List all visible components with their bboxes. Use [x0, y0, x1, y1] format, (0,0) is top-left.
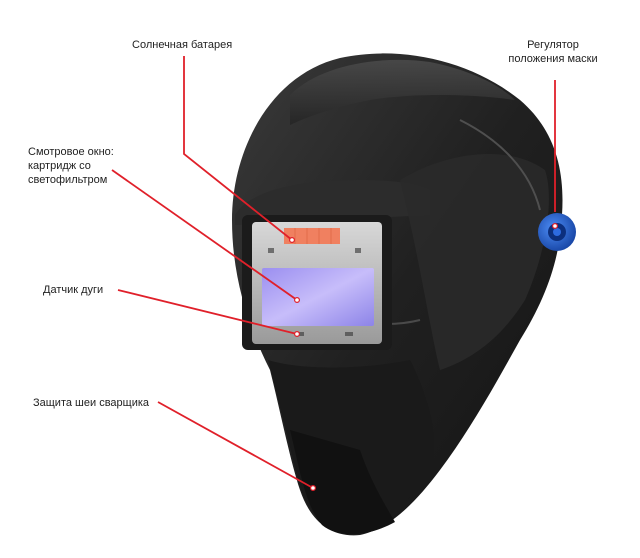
- leader-line-solar: [183, 56, 293, 241]
- leader-line-neck: [157, 401, 314, 489]
- label-arc-sensor: Датчик дуги: [43, 284, 104, 296]
- light-filter-icon: [262, 268, 374, 326]
- leader-line-sensor: [117, 289, 298, 335]
- leader-lines: [111, 56, 556, 489]
- regulator-knob-icon: [538, 213, 576, 251]
- label-viewing-window: Смотровое окно: картридж со светофильтро…: [28, 146, 114, 186]
- label-neck-protection: Защита шеи сварщика: [33, 397, 150, 409]
- viewing-window: [242, 215, 392, 350]
- solar-panel-icon: [284, 228, 340, 244]
- leader-line-window: [111, 169, 298, 301]
- label-mask-regulator: Регулятор положения маски: [508, 39, 598, 65]
- helmet-shell: [232, 53, 563, 536]
- label-solar-battery: Солнечная батарея: [132, 39, 233, 51]
